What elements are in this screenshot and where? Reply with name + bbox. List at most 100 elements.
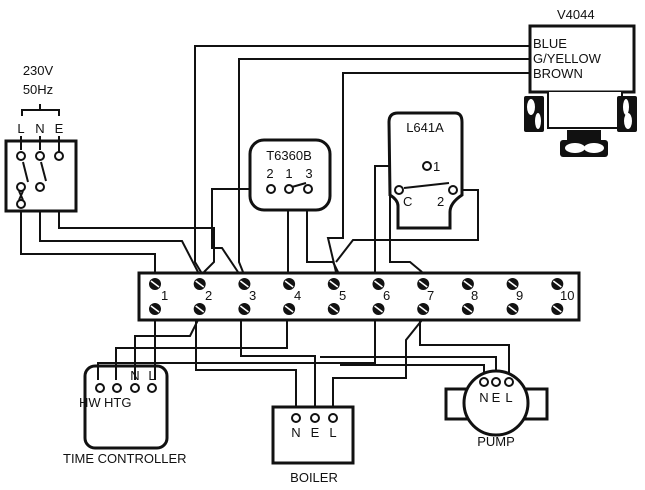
l641a-terminal-label: 1 <box>433 159 440 174</box>
wire-tc-n <box>134 319 199 380</box>
valve-base-detail <box>584 143 604 153</box>
tc-terminal-n <box>130 383 140 393</box>
pump-terminal-label: N <box>479 390 488 405</box>
wire-boiler-l <box>332 319 423 410</box>
valve-body <box>547 92 623 129</box>
screw-slot <box>463 280 473 288</box>
terminal-number: 2 <box>205 288 212 303</box>
wire-gyellow <box>238 58 530 273</box>
screw-slot <box>418 305 428 313</box>
wire-t6360-3 <box>306 189 339 273</box>
screw-slot <box>284 280 294 288</box>
terminal-number: 1 <box>161 288 168 303</box>
isolator-terminal <box>16 151 26 161</box>
screw-slot <box>150 305 160 313</box>
isolator-terminal <box>35 182 45 192</box>
tc-terminal-label: L <box>148 368 155 383</box>
l641a-terminal-c <box>394 185 404 195</box>
t6360b-terminal-3 <box>303 184 313 194</box>
terminal-strip-body <box>137 271 581 322</box>
t6360b-thermostat: T6360B 2 1 3 <box>248 138 332 212</box>
time-controller: N L HW HTG TIME CONTROLLER <box>63 364 187 466</box>
l641a-switch <box>403 182 450 189</box>
supply: 230V 50Hz L N E <box>4 63 78 213</box>
screw-slot <box>552 305 562 313</box>
pump-terminal-l <box>504 377 514 387</box>
t6360b-terminal-1 <box>284 184 294 194</box>
l641a-model: L641A <box>406 120 444 135</box>
pump-label: PUMP <box>477 434 515 449</box>
terminal-number: 3 <box>249 288 256 303</box>
valve-wire-brown: BROWN <box>533 66 583 81</box>
boiler-terminal-n <box>291 413 301 423</box>
l641a-terminal-label: 2 <box>437 194 444 209</box>
boiler-terminal-label: L <box>329 425 336 440</box>
screw-slot <box>239 280 249 288</box>
screw-slot <box>508 305 518 313</box>
t6360b-terminal-2 <box>266 184 276 194</box>
valve-model: V4044 <box>557 7 595 22</box>
boiler-terminal-label: E <box>311 425 320 440</box>
wire-pump-e <box>320 356 497 378</box>
tc-terminal-label: HTG <box>104 395 131 410</box>
pump-terminal-n <box>479 377 489 387</box>
isolator-terminal <box>16 199 26 209</box>
pump-body <box>462 369 530 437</box>
screw-slot <box>284 305 294 313</box>
boiler-terminal-e <box>310 413 320 423</box>
tc-terminal-label: N <box>130 368 139 383</box>
supply-terminal-l: L <box>17 121 24 136</box>
wire-pump-l <box>419 320 510 378</box>
valve-port-detail <box>527 99 535 115</box>
screw-slot <box>374 280 383 288</box>
terminal-numbers: 1 2 3 4 5 6 7 8 9 10 <box>161 288 574 303</box>
supply-bracket <box>21 104 60 116</box>
terminal-number: 9 <box>516 288 523 303</box>
valve-port-left <box>524 96 544 132</box>
tc-terminal-l <box>147 383 157 393</box>
l641a-thermostat: L641A 1 C 2 <box>387 111 464 230</box>
pump: N E L PUMP <box>444 369 549 449</box>
t6360b-model: T6360B <box>266 148 312 163</box>
l641a-terminal-label: C <box>403 194 412 209</box>
l641a-terminal-2 <box>448 185 458 195</box>
valve-wire-gyellow: G/YELLOW <box>533 51 602 66</box>
time-controller-label: TIME CONTROLLER <box>63 451 187 466</box>
wire-boiler-n <box>195 320 297 410</box>
tc-terminal-hw <box>95 383 105 393</box>
boiler-label: BOILER <box>290 470 338 485</box>
valve-head <box>528 24 636 94</box>
screw-slot <box>195 280 205 288</box>
wire-pump-n <box>340 364 485 378</box>
boiler-terminal-l <box>328 413 338 423</box>
wire-l641-c <box>389 190 423 273</box>
terminal-number: 10 <box>560 288 574 303</box>
t6360b-terminal-label: 3 <box>305 166 312 181</box>
pump-terminal-e <box>491 377 501 387</box>
isolator-terminal <box>54 151 64 161</box>
tc-terminal-label: HW <box>79 395 101 410</box>
wire-boiler-e <box>240 320 316 410</box>
boiler-terminal-label: N <box>291 425 300 440</box>
isolator-terminal <box>35 151 45 161</box>
terminal-number: 7 <box>427 288 434 303</box>
terminal-number: 5 <box>339 288 346 303</box>
valve-port-detail <box>535 113 541 129</box>
wire-supply-e <box>58 160 215 273</box>
wire-supply-n <box>39 193 199 273</box>
wire-brown <box>326 72 530 273</box>
terminal-screws <box>149 278 564 315</box>
tc-terminal-htg <box>112 383 122 393</box>
wire-supply-l <box>20 210 156 272</box>
valve-port-detail <box>624 113 632 129</box>
supply-terminal-n: N <box>35 121 44 136</box>
t6360b-terminal-label: 1 <box>285 166 292 181</box>
boiler: N E L BOILER <box>271 405 355 485</box>
l641a-terminal-1 <box>422 161 432 171</box>
isolator-switch-blades <box>22 161 47 183</box>
valve-port-detail <box>623 99 629 115</box>
screw-slot <box>329 305 339 313</box>
supply-frequency: 50Hz <box>23 82 53 97</box>
t6360b-switch <box>291 182 307 188</box>
